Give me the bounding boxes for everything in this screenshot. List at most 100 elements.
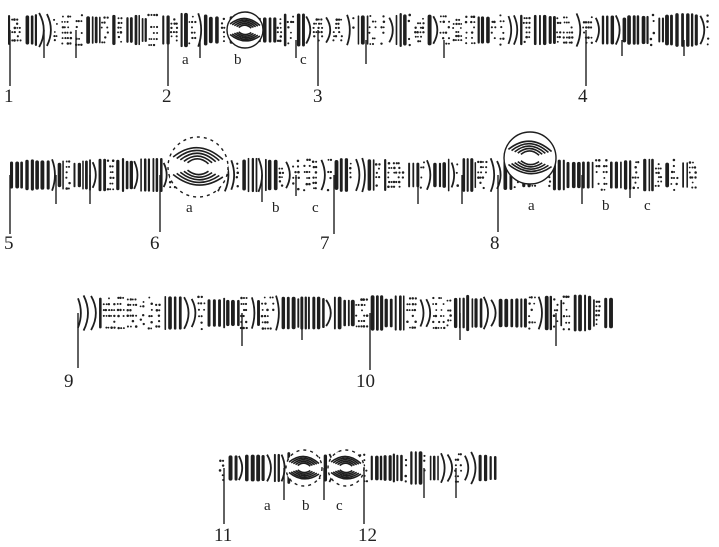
dark-band bbox=[384, 159, 386, 191]
dot-band bbox=[313, 23, 315, 25]
dark-band bbox=[665, 15, 669, 46]
curved-band bbox=[252, 297, 255, 328]
dot-band bbox=[557, 36, 559, 38]
dot-band bbox=[566, 32, 568, 34]
dark-band bbox=[95, 17, 98, 44]
dot-band bbox=[240, 303, 242, 305]
dot-band bbox=[269, 327, 271, 329]
dot-band bbox=[691, 166, 693, 168]
dot-band bbox=[103, 16, 105, 18]
dot-band bbox=[445, 43, 447, 45]
dot-band bbox=[375, 184, 377, 186]
dot-band bbox=[297, 188, 300, 191]
label-row1-a: a bbox=[182, 52, 189, 68]
dot-band bbox=[318, 23, 320, 25]
dot-band bbox=[595, 159, 597, 161]
dot-band bbox=[313, 166, 315, 168]
dark-band bbox=[572, 162, 576, 188]
dot-band bbox=[13, 18, 16, 21]
dot-band bbox=[54, 39, 56, 41]
dot-band bbox=[243, 309, 245, 311]
dark-band bbox=[574, 295, 577, 332]
label-7: 7 bbox=[320, 233, 330, 254]
dark-band bbox=[467, 158, 469, 192]
label-row1-b: b bbox=[234, 52, 242, 68]
dark-band bbox=[31, 159, 34, 190]
dot-band bbox=[422, 22, 424, 24]
dot-band bbox=[396, 162, 398, 164]
dot-band bbox=[637, 187, 639, 189]
dot-band bbox=[491, 32, 493, 34]
dot-band bbox=[398, 162, 400, 164]
dot-band bbox=[473, 16, 476, 19]
dot-band bbox=[480, 166, 482, 168]
dark-band bbox=[620, 161, 622, 188]
dot-band bbox=[117, 309, 119, 311]
dot-band bbox=[64, 21, 66, 23]
dot-band bbox=[419, 40, 421, 42]
dot-band bbox=[312, 161, 315, 164]
dot-band bbox=[366, 298, 368, 300]
dot-band bbox=[603, 165, 605, 167]
dot-band bbox=[563, 328, 565, 330]
dot-band bbox=[423, 460, 425, 462]
dot-band bbox=[191, 26, 193, 28]
dot-band bbox=[264, 321, 266, 323]
dot-band bbox=[106, 26, 108, 28]
dot-band bbox=[135, 325, 138, 328]
dot-band bbox=[525, 22, 527, 24]
dot-band bbox=[557, 22, 559, 24]
dark-band bbox=[545, 296, 549, 331]
dot-band bbox=[281, 176, 283, 178]
dot-band bbox=[306, 177, 308, 179]
dot-band bbox=[563, 32, 565, 34]
curved-band bbox=[389, 18, 393, 43]
dot-band bbox=[306, 171, 308, 173]
dark-band bbox=[103, 159, 106, 191]
dot-band bbox=[267, 315, 269, 317]
dark-band bbox=[162, 15, 164, 44]
dot-band bbox=[465, 42, 467, 44]
label-row4-a: a bbox=[264, 498, 271, 514]
dot-band bbox=[328, 159, 330, 161]
dot-band bbox=[423, 161, 425, 163]
dot-band bbox=[569, 42, 571, 44]
dot-band bbox=[491, 26, 493, 28]
dot-band bbox=[588, 26, 590, 28]
dot-band bbox=[707, 37, 709, 39]
dot-band bbox=[156, 32, 158, 34]
dot-band bbox=[355, 304, 357, 306]
dot-band bbox=[14, 31, 16, 33]
dot-band bbox=[458, 23, 460, 25]
dot-band bbox=[534, 321, 536, 323]
dot-band bbox=[67, 15, 69, 17]
dark-band bbox=[400, 13, 402, 47]
dot-band bbox=[112, 165, 114, 167]
dot-band bbox=[406, 303, 408, 305]
curved-band bbox=[484, 297, 488, 329]
dark-band bbox=[297, 14, 300, 47]
dot-band bbox=[387, 185, 390, 188]
dot-band bbox=[119, 303, 121, 305]
dot-band bbox=[134, 298, 136, 300]
dot-band bbox=[455, 35, 457, 37]
curved-band bbox=[239, 456, 242, 480]
dark-band bbox=[184, 13, 188, 47]
dot-band bbox=[571, 26, 573, 28]
dot-band bbox=[650, 38, 653, 41]
dot-band bbox=[657, 172, 660, 175]
dark-band bbox=[479, 455, 482, 482]
dark-band bbox=[472, 298, 474, 327]
dark-band bbox=[284, 14, 287, 47]
dark-band bbox=[215, 16, 219, 43]
dark-band bbox=[611, 15, 614, 44]
dot-band bbox=[566, 37, 568, 39]
dot-band bbox=[132, 320, 135, 323]
dot-band bbox=[531, 185, 533, 187]
dot-band bbox=[221, 22, 223, 24]
dot-band bbox=[568, 322, 570, 324]
curved-band bbox=[134, 161, 137, 189]
dot-band bbox=[320, 23, 322, 25]
dot-band bbox=[655, 167, 657, 169]
dark-band bbox=[375, 456, 379, 481]
